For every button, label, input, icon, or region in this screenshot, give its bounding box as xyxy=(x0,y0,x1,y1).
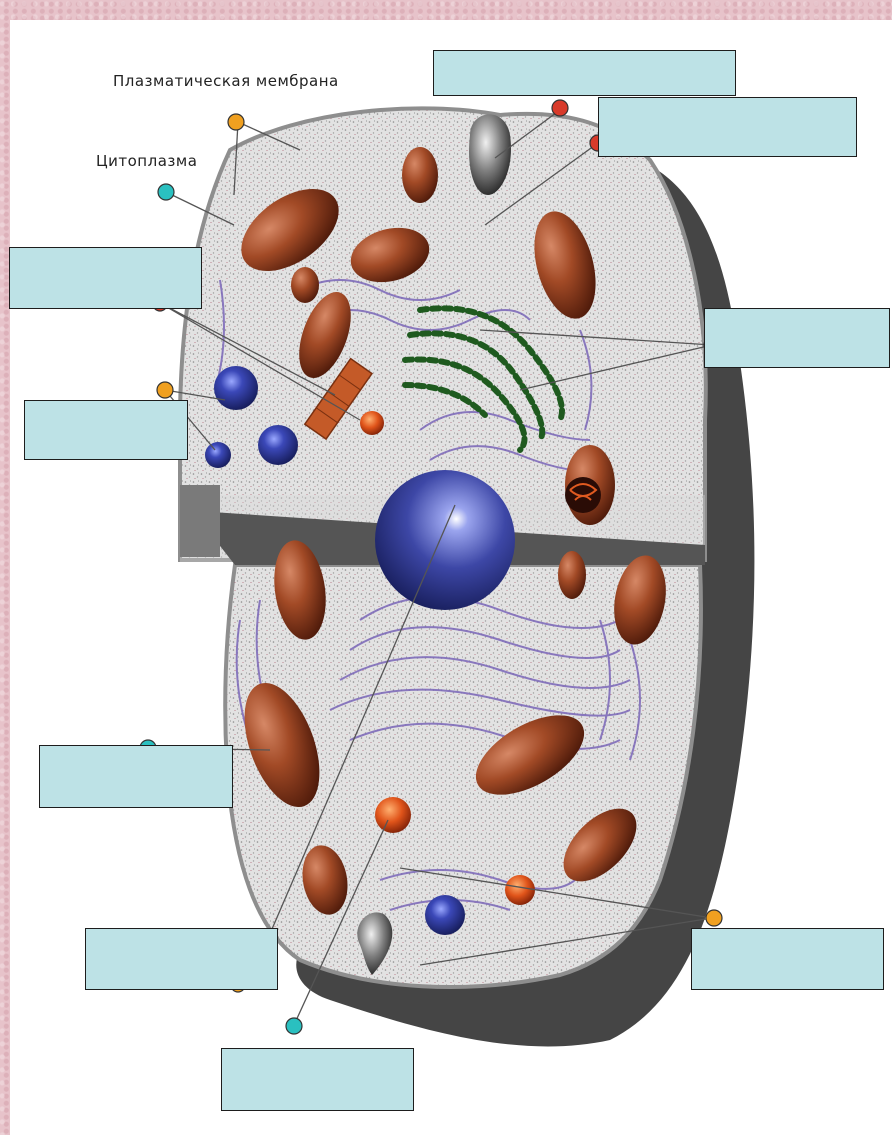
cut-slab-face xyxy=(180,485,220,557)
vacuole xyxy=(258,425,298,465)
nucleus xyxy=(375,470,515,610)
vacuole xyxy=(425,895,465,935)
vacuole xyxy=(205,442,231,468)
vesicle xyxy=(375,797,411,833)
label-box-bottom-right[interactable] xyxy=(691,928,884,990)
caption-cytoplasm: Цитоплазма xyxy=(96,152,197,170)
pin-cyan xyxy=(286,1018,302,1034)
lysosome-red xyxy=(360,411,384,435)
pin-orange xyxy=(157,382,173,398)
label-box-left-middle[interactable] xyxy=(24,400,188,460)
pin-orange xyxy=(228,114,244,130)
mitochondrion xyxy=(291,267,319,303)
label-box-left-upper[interactable] xyxy=(9,247,202,309)
label-box-bottom-left[interactable] xyxy=(85,928,278,990)
pin-cyan xyxy=(158,184,174,200)
pin-orange xyxy=(706,910,722,926)
mitochondrion xyxy=(558,551,586,599)
vacuole xyxy=(214,366,258,410)
label-box-top-center-1[interactable] xyxy=(433,50,736,96)
label-box-left-lower[interactable] xyxy=(39,745,233,808)
label-box-bottom-center[interactable] xyxy=(221,1048,414,1111)
mitochondrion xyxy=(402,147,438,203)
label-box-top-center-2[interactable] xyxy=(598,97,857,157)
pin-red xyxy=(552,100,568,116)
label-box-right-middle[interactable] xyxy=(704,308,890,368)
vesicle xyxy=(505,875,535,905)
caption-plasma-membrane: Плазматическая мембрана xyxy=(113,72,339,90)
